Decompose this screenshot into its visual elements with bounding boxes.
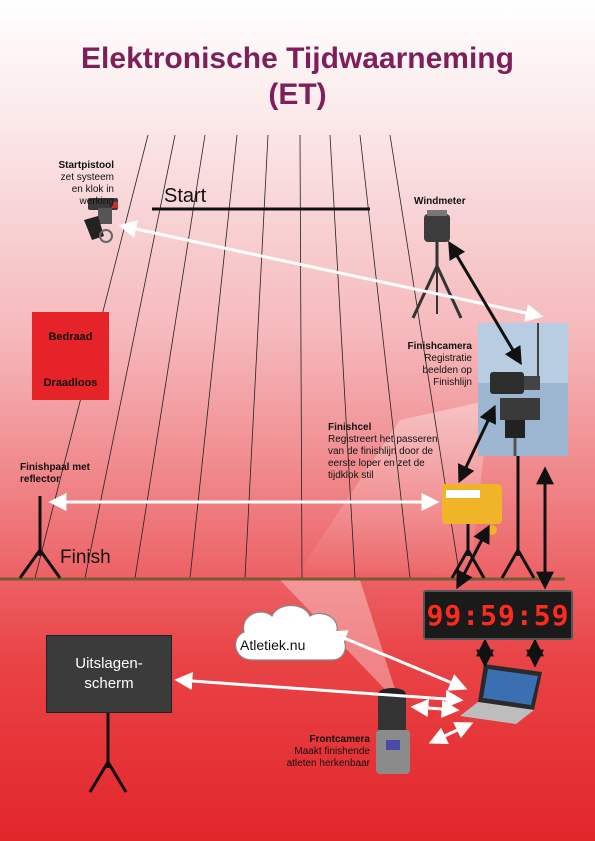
results-screen-label: Uitslagen- scherm: [75, 655, 143, 692]
arrow-frontcam-laptop: [410, 699, 460, 718]
finishcamera-stand: [500, 456, 536, 579]
finishcamera-icon: [478, 323, 568, 456]
arrow-screen-laptop: [174, 672, 464, 708]
legend: Bedraad Draadloos: [32, 312, 109, 400]
arrow-windmeter-camera: [448, 240, 522, 366]
windmeter-name: Windmeter: [414, 196, 466, 207]
cloud-label: Atletiek.nu: [240, 637, 306, 653]
finishcel-description: Registreert het passeren van de finishli…: [328, 434, 438, 481]
startpistool-icon: [84, 198, 118, 243]
frontcamera-name: Frontcamera: [309, 734, 370, 745]
tijdklok-display: 99:59:59: [423, 590, 573, 640]
startpistool-description: zet systeem en klok in werking: [60, 172, 114, 207]
arrow-camera-finishcel: [458, 404, 496, 484]
frontcamera-description: Maakt finishende atleten herkenbaar: [286, 746, 370, 769]
finish-label: Finish: [60, 547, 111, 568]
arrow-pistool-camera: [118, 220, 544, 322]
legend-wired-label: Bedraad: [48, 331, 93, 343]
arrow-frontcam-laptop-2: [428, 722, 474, 744]
results-screen-stand: [88, 712, 128, 793]
arrow-finishcel-clock: [456, 524, 490, 590]
finishcamera-description: Registratie beelden op Finishlijn: [422, 353, 473, 388]
clock-digits: 99:59:59: [426, 598, 570, 632]
finishcel-name: Finishcel: [328, 422, 372, 433]
startpistool-name: Startpistool: [58, 160, 114, 171]
finishpaal-stand: [18, 496, 62, 579]
frontcamera-icon: [376, 688, 410, 774]
windmeter-icon: [411, 210, 463, 319]
page-title: Elektronische Tijdwaarneming: [81, 42, 514, 75]
results-screen: Uitslagen- scherm: [46, 635, 172, 713]
arrow-cloud-laptop: [328, 630, 468, 691]
finishcamera-beam: [300, 400, 490, 575]
legend-wireless-label: Draadloos: [43, 377, 98, 389]
finishpaal-name: Finishpaal met reflector: [20, 462, 91, 485]
page-subtitle: (ET): [268, 78, 327, 111]
finishcamera-name: Finishcamera: [407, 341, 472, 352]
laptop-icon: [460, 664, 542, 724]
start-label: Start: [164, 185, 207, 207]
